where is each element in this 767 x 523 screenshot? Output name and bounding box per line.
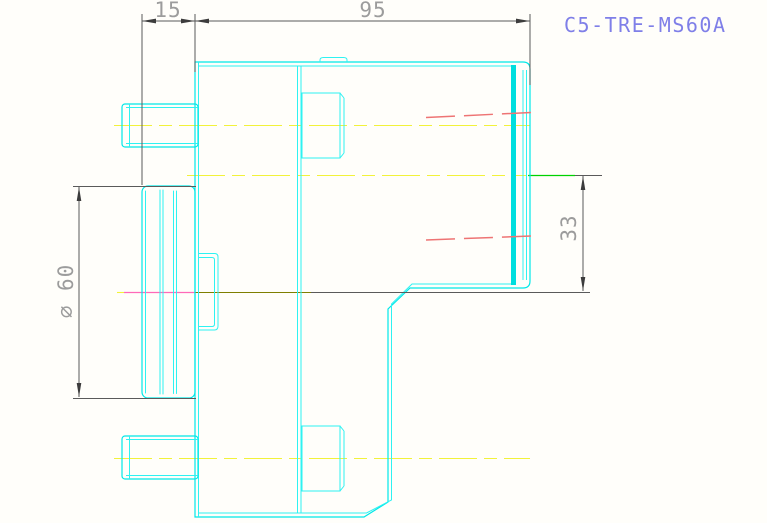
bolt-head-lower [301, 425, 345, 492]
housing-inner-edges [198, 62, 513, 517]
part-outline [121, 57, 531, 518]
bolt-head-lower-chamfer [339, 425, 345, 492]
drawing-title: C5-TRE-MS60A [564, 13, 727, 37]
dim-diameter-60-label: ⌀ 60 [54, 264, 78, 319]
end-cap-rings [522, 70, 527, 280]
bolt-head-lower-outline [301, 425, 341, 492]
bolt-head-upper-chamfer [339, 92, 345, 159]
bolt-upper-outline [121, 103, 199, 148]
bolt-lower-outline [121, 435, 199, 480]
bolt-lower [121, 435, 199, 480]
dim-95-label: 95 [359, 0, 386, 22]
dim-15-label: 15 [154, 0, 181, 22]
hidden-lines [425, 111, 532, 241]
hidden-bore-lower [425, 235, 532, 241]
bolt-upper [121, 103, 199, 148]
bolt-head-upper-outline [301, 92, 341, 159]
dimension-15: 15 [141, 0, 196, 185]
bolt-upper-detail [126, 104, 198, 147]
hidden-bore-upper [425, 111, 532, 119]
dimension-33: 33 [311, 175, 602, 293]
centerlines [114, 124, 575, 460]
face-socket-notch [198, 253, 219, 331]
top-plug [319, 57, 348, 62]
dim-33-label: 33 [557, 214, 581, 241]
internal-wall [297, 66, 302, 513]
bolt-head-upper [301, 92, 345, 159]
housing-outer-profile [194, 61, 531, 518]
bolt-lower-detail [126, 436, 198, 479]
flange-rings [159, 189, 177, 395]
dimension-diameter-60: ⌀ 60 [54, 186, 196, 399]
dimension-95: 95 [195, 0, 531, 85]
